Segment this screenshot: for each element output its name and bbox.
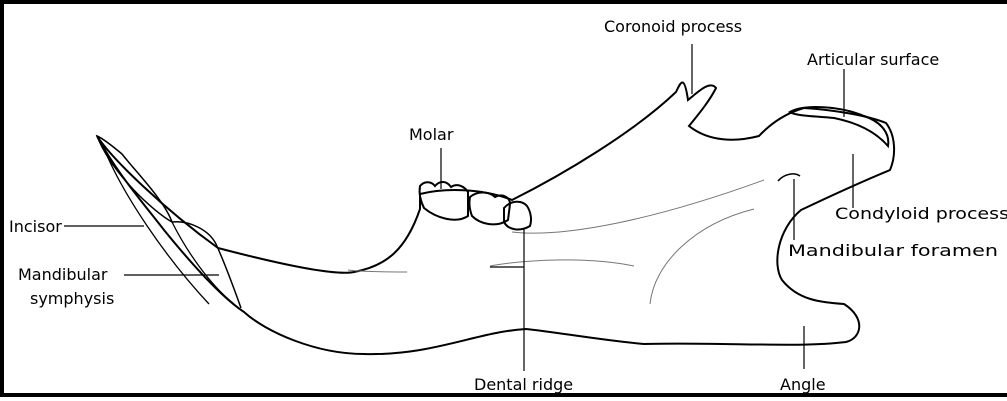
label-condyloid-process: Condyloid process <box>835 204 1007 223</box>
foramen-mark <box>778 174 800 181</box>
label-dental-ridge: Dental ridge <box>474 375 573 394</box>
molar-tooth-1 <box>420 182 468 220</box>
dental-ridge-line-1 <box>490 260 634 266</box>
label-mandibular-symphysis-1: Mandibular <box>18 265 108 284</box>
symphysis-boundary <box>172 222 241 308</box>
label-coronoid-process: Coronoid process <box>604 17 742 36</box>
label-mandibular-foramen: Mandibular foramen <box>788 241 998 260</box>
label-incisor: Incisor <box>9 217 62 236</box>
mandible-diagram: Coronoid process Articular surface Molar… <box>4 4 1007 401</box>
label-articular-surface: Articular surface <box>807 50 939 69</box>
jaw-outline <box>97 82 894 354</box>
label-angle: Angle <box>780 375 826 394</box>
articular-surface-shape <box>790 107 888 146</box>
label-mandibular-symphysis-2: symphysis <box>30 289 114 308</box>
masseteric-fossa-line <box>650 209 754 304</box>
dental-ridge-line-2 <box>512 180 764 233</box>
label-molar: Molar <box>409 125 454 144</box>
